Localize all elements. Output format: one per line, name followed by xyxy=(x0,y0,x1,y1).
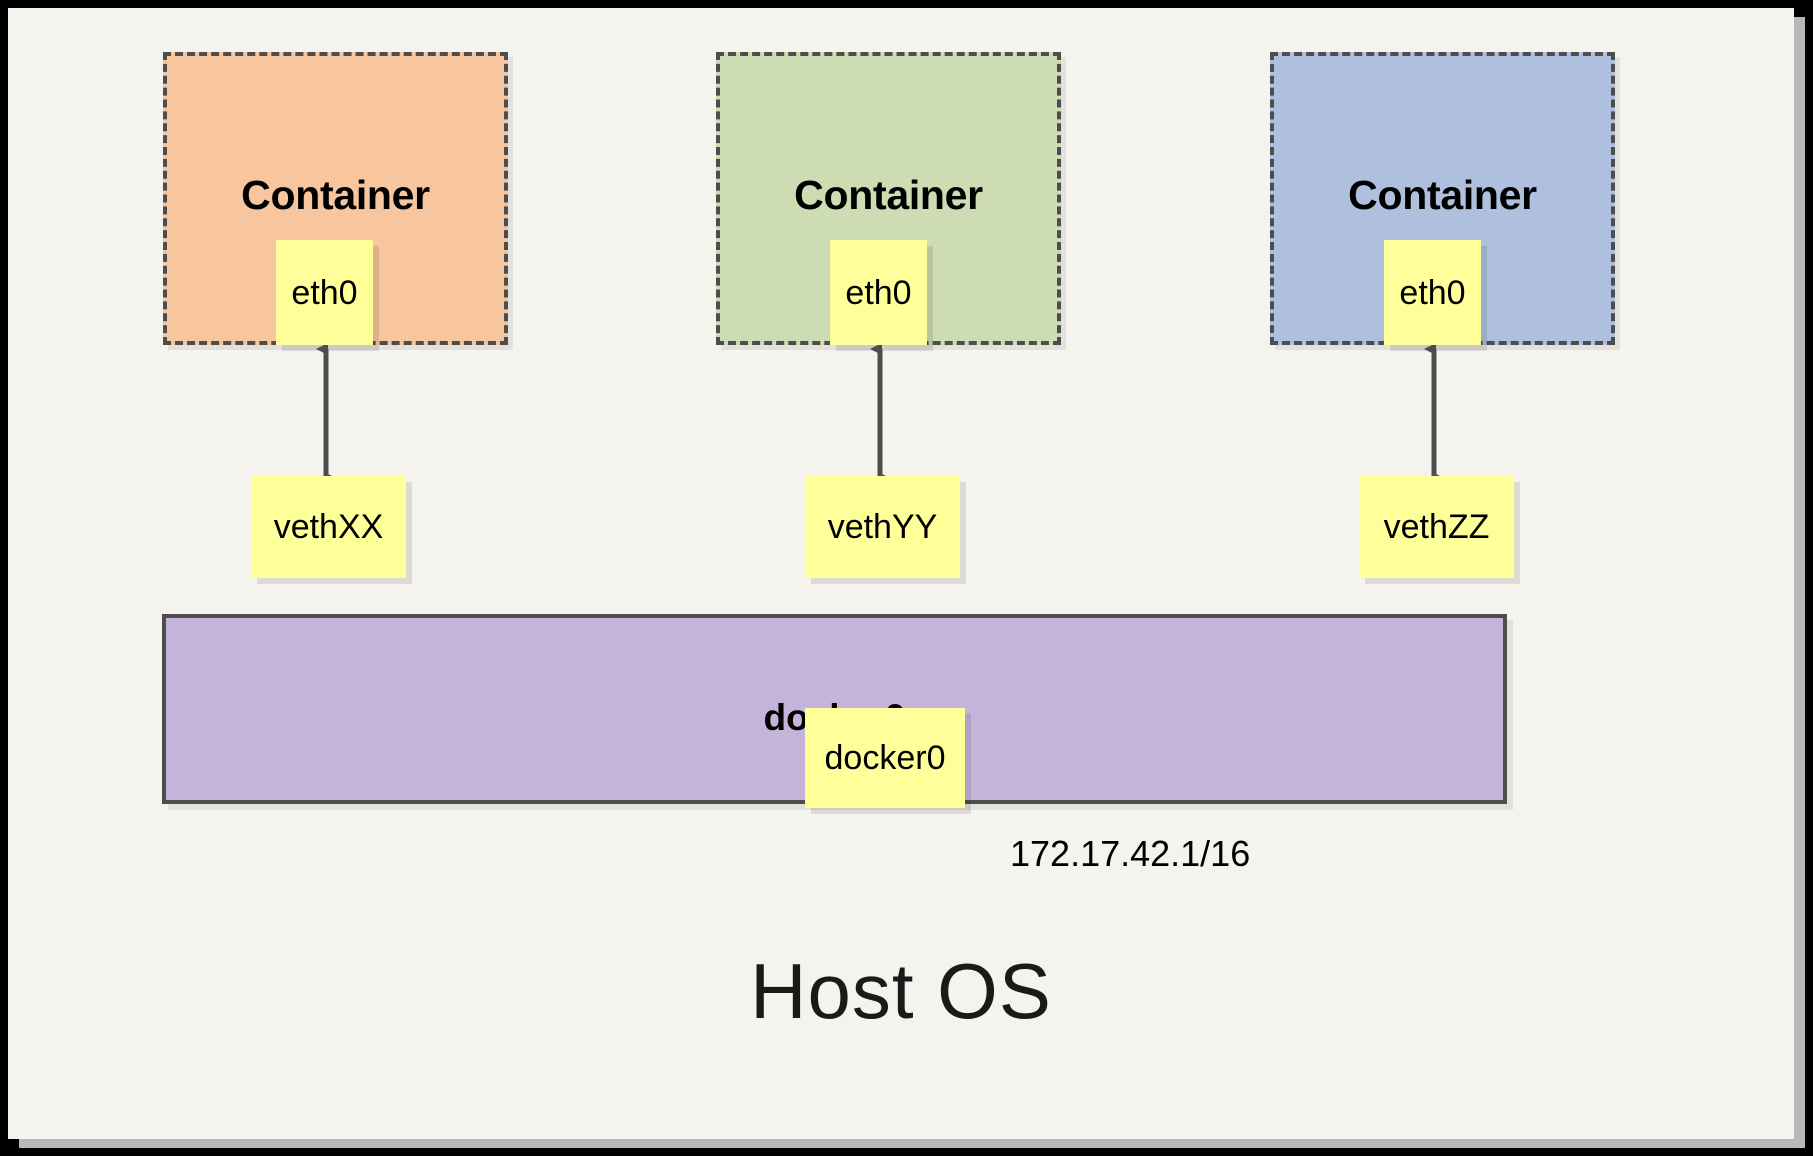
container-title-3: Container xyxy=(1348,172,1537,218)
container-eth0-label-2: eth0 xyxy=(845,273,912,312)
veth-label-3: vethZZ xyxy=(1383,508,1490,546)
veth-label-2: vethYY xyxy=(827,508,938,546)
container-eth0-2: eth0 xyxy=(830,240,927,345)
docker0-interface-label: docker0 xyxy=(824,739,946,777)
veth-note-2: vethYY xyxy=(805,476,960,578)
link-arrow-3 xyxy=(1424,345,1444,482)
container-eth0-label-3: eth0 xyxy=(1399,273,1466,312)
container-eth0-label-1: eth0 xyxy=(291,273,358,312)
docker0-ip-address: 172.17.42.1/16 xyxy=(1010,833,1251,874)
veth-note-3: vethZZ xyxy=(1359,476,1514,578)
link-arrow-2 xyxy=(870,345,890,482)
veth-label-1: vethXX xyxy=(273,508,384,546)
docker0-interface-note: docker0 xyxy=(805,708,965,808)
container-eth0-3: eth0 xyxy=(1384,240,1481,345)
veth-note-1: vethXX xyxy=(251,476,406,578)
container-title-1: Container xyxy=(241,172,430,218)
link-arrow-1 xyxy=(316,345,336,482)
diagram-canvas: Container eth0 Container eth0 Container … xyxy=(8,8,1794,1139)
container-title-2: Container xyxy=(794,172,983,218)
host-os-label: Host OS xyxy=(750,947,1052,1035)
container-eth0-1: eth0 xyxy=(276,240,373,345)
